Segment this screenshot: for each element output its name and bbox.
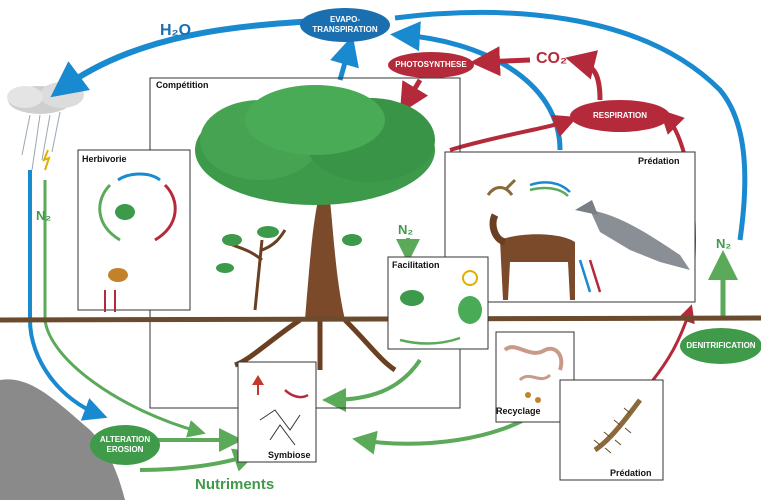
water-arrow-tree-up <box>330 35 359 81</box>
h2o-label: H₂O <box>160 22 192 39</box>
nutrient-arrow-nutriments <box>139 448 258 472</box>
water-arrow-top-right <box>394 10 748 241</box>
worm-icon <box>503 345 564 403</box>
nutrients-label: Nutriments <box>195 476 275 493</box>
predation-top-label: Prédation <box>638 156 680 166</box>
evapotranspiration-line2: TRANSPIRATION <box>312 25 378 34</box>
carbon-arrow-co2 <box>470 46 531 77</box>
water-arrow-top-left <box>50 17 331 98</box>
carbon-arrow-respiration-co2 <box>565 50 603 101</box>
evapotranspiration-oval: EVAPO-TRANSPIRATION <box>300 8 390 42</box>
photosynthesis-oval: PHOTOSYNTHESE <box>388 52 474 78</box>
photosynthesis-label: PHOTOSYNTHESE <box>395 60 467 69</box>
n2-left-label: N₂ <box>36 208 52 223</box>
ground-line <box>0 315 761 323</box>
respiration-label: RESPIRATION <box>592 111 648 120</box>
predation-cycle-arrows-top <box>529 181 602 293</box>
facilitation-plants-icon <box>399 270 482 345</box>
evapotranspiration-line1: EVAPO- <box>329 15 361 24</box>
predation-frame-bottom <box>559 379 664 481</box>
wolf-icon <box>575 200 690 270</box>
facilitation-label: Facilitation <box>392 260 440 270</box>
water-arrow-left-down <box>28 170 108 421</box>
symbiosis-label: Symbiose <box>268 450 311 460</box>
centipede-icon <box>593 398 642 454</box>
n2-right-label: N₂ <box>716 236 732 251</box>
recycling-label: Recyclage <box>496 406 541 416</box>
sapling-icon <box>216 226 362 311</box>
moose-icon <box>486 178 575 300</box>
nutrient-arrow-facilitation-left <box>322 358 422 412</box>
herbivory-frame <box>77 149 191 311</box>
tree-icon <box>195 85 435 373</box>
respiration-oval: RESPIRATION <box>570 100 670 132</box>
carbon-arrow-photosynthesis-down <box>399 78 429 114</box>
symbiosis-icon <box>252 375 309 446</box>
n2-center-label: N₂ <box>398 222 414 237</box>
denitrification-label: DENITRIFICATION <box>686 341 756 350</box>
competition-label: Compétition <box>156 80 209 90</box>
rain-cloud-icon <box>7 82 84 171</box>
predation-bottom-label: Prédation <box>610 468 652 478</box>
alteration-line1: ALTERATION <box>99 435 151 444</box>
co2-label: CO₂ <box>536 50 568 67</box>
herbivory-cycle-arrows <box>98 172 177 312</box>
denitrification-oval: DENITRIFICATION <box>680 328 761 364</box>
carbon-arrow-tree-respiration <box>449 114 578 152</box>
herbivory-label: Herbivorie <box>82 154 127 164</box>
rock-slope <box>0 379 125 500</box>
alteration-line2: EROSION <box>106 445 144 454</box>
nutrient-arrow-n2-left <box>43 180 206 438</box>
